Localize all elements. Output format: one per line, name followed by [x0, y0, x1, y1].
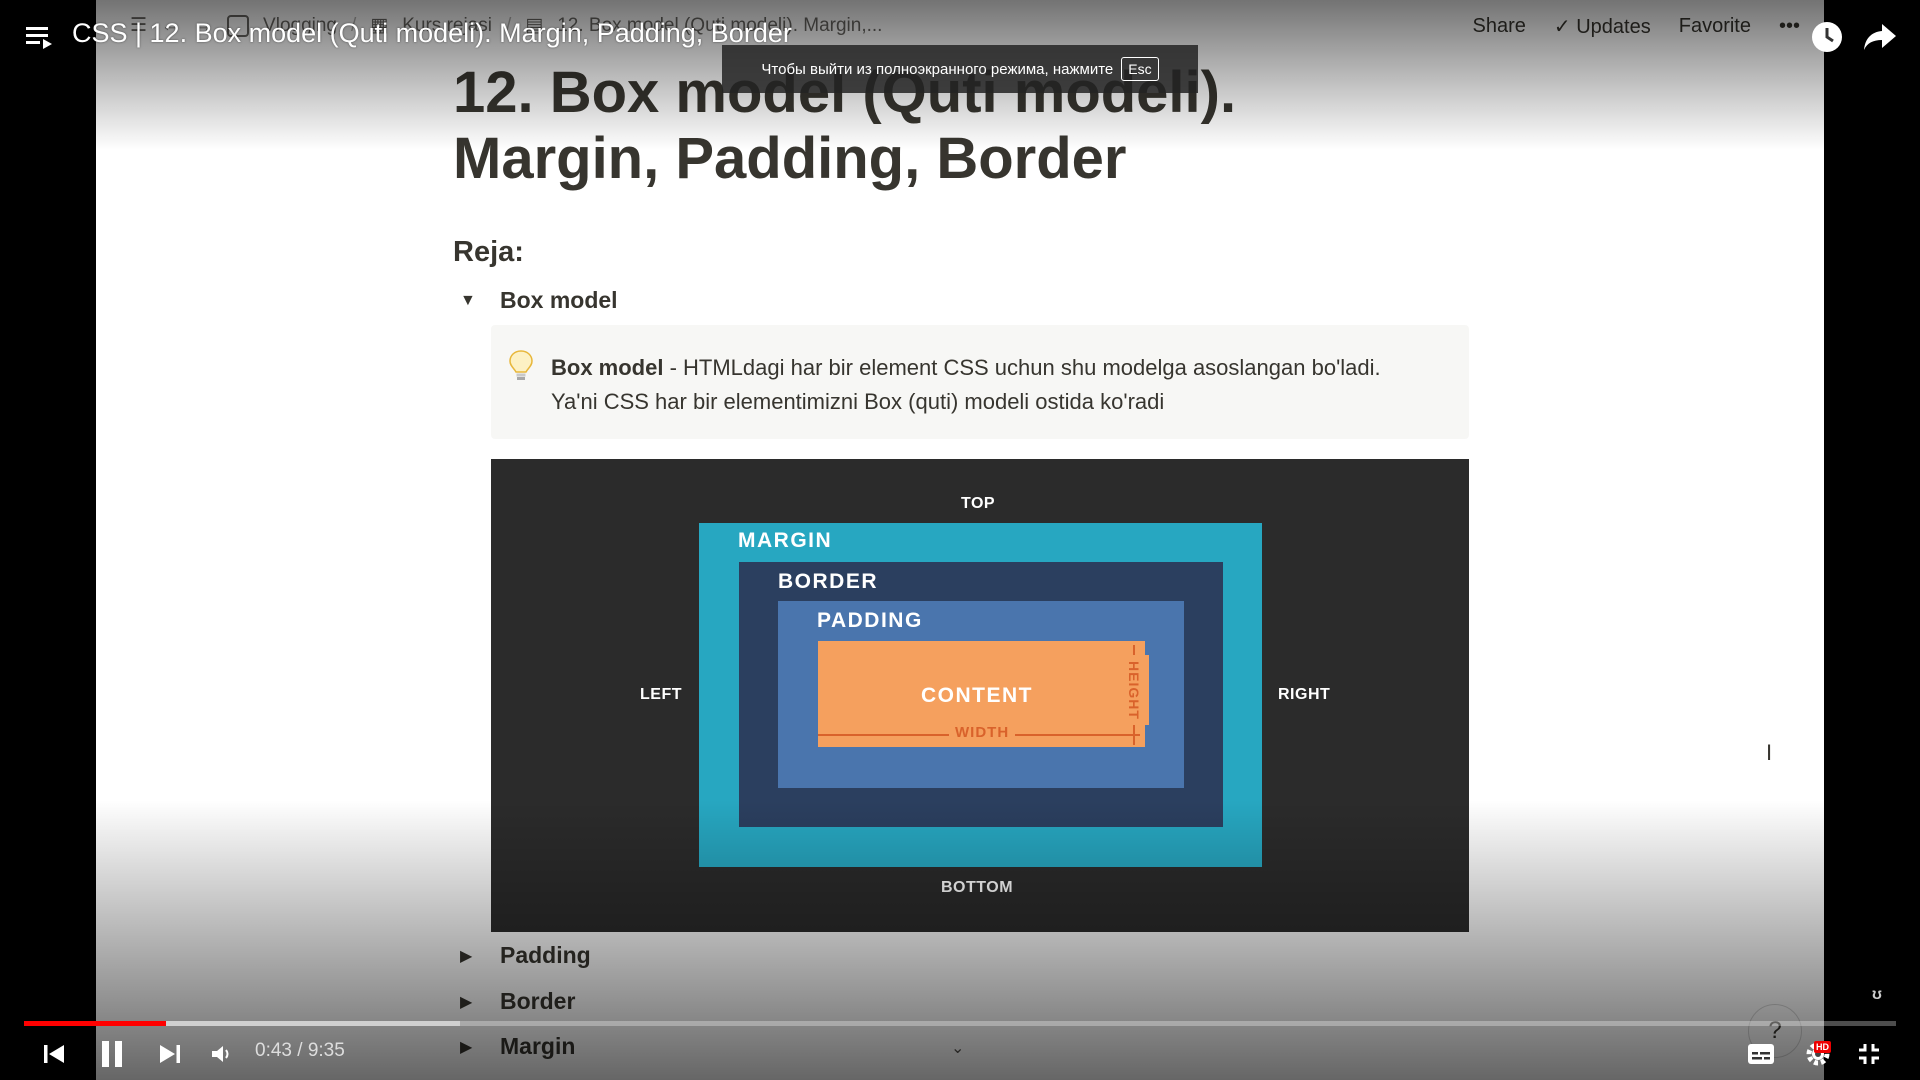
progress-played [24, 1021, 167, 1026]
diagram-label-top: TOP [961, 495, 996, 512]
previous-button[interactable] [38, 1036, 70, 1072]
volume-button[interactable] [206, 1036, 238, 1072]
more-icon: ••• [1778, 15, 1800, 37]
triangle-right-icon: ▶ [460, 947, 473, 965]
callout-text: Box model - HTMLdagi har bir element CSS… [551, 351, 1451, 419]
margin-label: MARGIN [738, 529, 833, 552]
time-display: 0:43 / 9:35 [255, 1040, 345, 1062]
clock-icon[interactable] [1810, 20, 1844, 54]
notion-topbar-actions: Share ✓ Updates Favorite ••• [1473, 14, 1800, 39]
check-icon: ✓ [1553, 16, 1571, 38]
next-button[interactable] [154, 1036, 186, 1072]
width-label: WIDTH [949, 724, 1016, 741]
pause-icon [102, 1041, 122, 1067]
toggle-label: Margin [500, 1033, 576, 1059]
favorite-link: Favorite [1678, 15, 1751, 37]
esc-key-badge: Esc [1121, 57, 1159, 81]
fullscreen-toast: Чтобы выйти из полноэкранного режима, на… [722, 45, 1198, 93]
share-link: Share [1472, 15, 1526, 37]
video-title[interactable]: CSS | 12. Box model (Quti modeli). Margi… [72, 18, 792, 48]
callout-bold: Box model [551, 355, 664, 380]
content-label: CONTENT [921, 684, 1033, 707]
skip-next-icon [160, 1045, 180, 1063]
callout-line-text: - HTMLdagi har bir element CSS uchun shu… [663, 355, 1381, 380]
page-title-line: Margin, Padding, Border [453, 126, 1127, 191]
progress-bar[interactable] [24, 1021, 1896, 1026]
diagram-label-bottom: BOTTOM [941, 879, 1014, 896]
video-frame[interactable]: ☰ ← → Vlogging / ▦ Kurs rejasi / ▤ 12. B… [96, 0, 1824, 1080]
toggle-box-model: ▼ Box model [460, 287, 618, 314]
volume-icon [212, 1046, 229, 1062]
time-current: 0:43 [255, 1040, 292, 1061]
toggle-label: Padding [500, 942, 591, 968]
toggle-label: Box model [500, 287, 618, 313]
time-separator: / [297, 1040, 303, 1061]
fullscreen-hint-text: Чтобы выйти из полноэкранного режима, на… [761, 60, 1114, 78]
triangle-down-icon: ▼ [460, 291, 476, 309]
subtitles-icon [1748, 1044, 1774, 1064]
updates-link: ✓ Updates [1554, 14, 1651, 39]
toggle-border: ▶ Border [460, 988, 575, 1015]
diagram-label-right: RIGHT [1278, 686, 1331, 703]
progress-buffered [24, 1021, 461, 1026]
callout-block: Box model - HTMLdagi har bir element CSS… [491, 325, 1469, 439]
chevron-down-icon: ⌄ [951, 1040, 965, 1057]
border-label: BORDER [778, 570, 879, 593]
hd-badge: HD [1814, 1041, 1831, 1053]
padding-label: PADDING [817, 609, 923, 632]
playlist-icon[interactable] [24, 22, 56, 52]
time-total: 9:35 [307, 1040, 345, 1061]
toggle-label: Border [500, 988, 576, 1014]
box-model-diagram: TOP BOTTOM LEFT RIGHT MARGIN BORDER PADD… [491, 459, 1469, 932]
skip-previous-icon [44, 1045, 64, 1063]
channel-watermark-icon[interactable]: ʊ [1860, 978, 1894, 1012]
exit-fullscreen-button[interactable] [1852, 1036, 1886, 1072]
exit-fullscreen-icon [1859, 1044, 1879, 1064]
callout-line: Box model - HTMLdagi har bir element CSS… [551, 351, 1451, 385]
lightbulb-icon [509, 350, 533, 380]
callout-line: Ya'ni CSS har bir elementimizni Box (qut… [551, 389, 1165, 414]
toggle-margin: ▶ Margin [460, 1033, 575, 1060]
pause-button[interactable] [96, 1036, 128, 1072]
triangle-right-icon: ▶ [460, 1038, 473, 1056]
updates-label: Updates [1576, 16, 1651, 38]
triangle-right-icon: ▶ [460, 993, 473, 1011]
share-arrow-icon[interactable] [1862, 20, 1898, 54]
section-heading: Reja: [453, 236, 524, 268]
height-label: HEIGHT [1119, 655, 1149, 725]
text-cursor-icon: I [1766, 740, 1773, 765]
diagram-label-left: LEFT [640, 686, 682, 703]
toggle-padding: ▶ Padding [460, 942, 591, 969]
subtitles-button[interactable] [1744, 1036, 1778, 1072]
